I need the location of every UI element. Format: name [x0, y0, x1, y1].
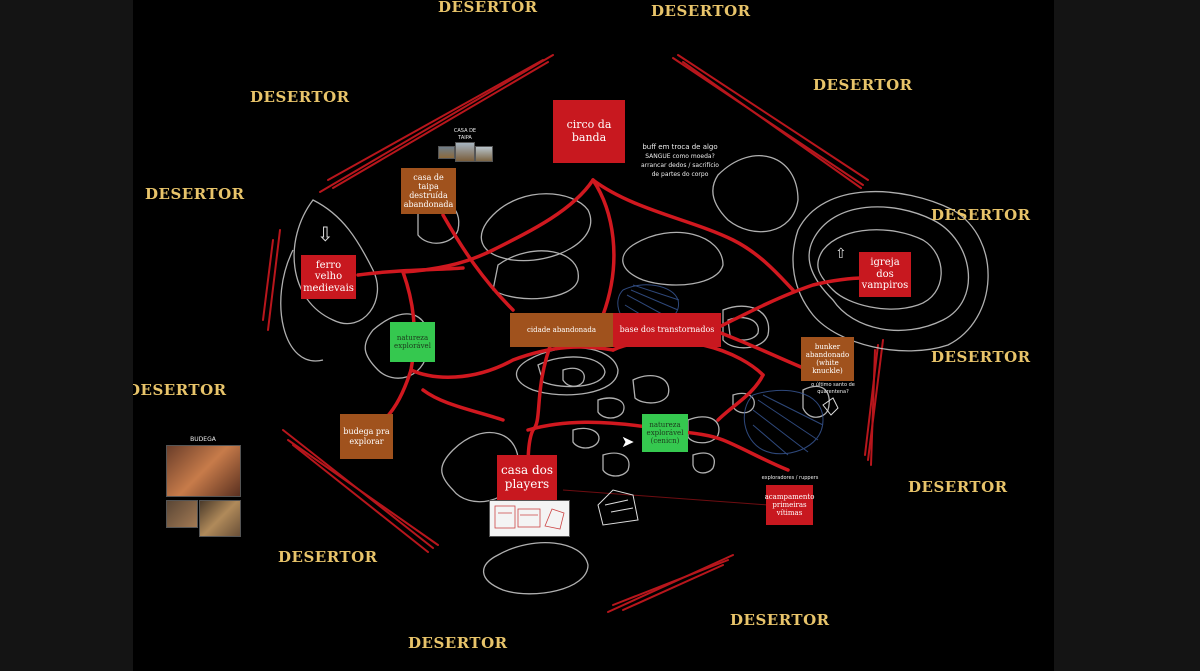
- desertor-label-1: DESERTOR: [438, 0, 538, 16]
- map-board[interactable]: DESERTOR DESERTOR DESERTOR DESERTOR DESE…: [133, 0, 1054, 671]
- desertor-label-5: DESERTOR: [145, 185, 245, 203]
- desertor-label-10: DESERTOR: [278, 548, 378, 566]
- node-budega[interactable]: budega pra explorar: [340, 414, 393, 459]
- node-base-dos-transtornados[interactable]: base dos transtornados: [613, 313, 721, 347]
- up-arrow-icon: ⇧: [835, 246, 847, 262]
- note-buff: buff em troca de algo: [642, 143, 718, 151]
- node-natureza-exploravel-2[interactable]: natureza explorável (cenicn): [642, 414, 688, 452]
- node-natureza-exploravel-1[interactable]: natureza explorável: [390, 322, 435, 362]
- photo-taipa-3: [475, 146, 493, 162]
- desertor-label-9: DESERTOR: [908, 478, 1008, 496]
- node-igreja-dos-vampiros[interactable]: igreja dos vampiros: [859, 252, 911, 297]
- photo-budega-2: [166, 500, 198, 528]
- node-casa-de-taipa[interactable]: casa de taipa destruída abandonada: [401, 168, 456, 214]
- right-margin: [1054, 0, 1200, 671]
- down-arrow-icon: ⇩: [317, 222, 334, 246]
- desertor-label-3: DESERTOR: [250, 88, 350, 106]
- blueprint-sketch: [494, 505, 565, 530]
- desertor-label-12: DESERTOR: [408, 634, 508, 652]
- node-circo-da-banda[interactable]: circo da banda: [553, 100, 625, 163]
- note-arrancar: arrancar dedos / sacrifício: [641, 162, 719, 169]
- mouse-cursor-icon: ➤: [621, 432, 635, 451]
- desertor-label-8: DESERTOR: [133, 381, 227, 399]
- photo-taipa-2: [455, 142, 475, 162]
- note-bunker-sub: o último santo de quarentena?: [811, 382, 855, 395]
- photo-budega-main: [166, 445, 241, 497]
- desertor-label-7: DESERTOR: [931, 348, 1031, 366]
- node-acampamento[interactable]: acampamento primeiras vítimas: [765, 485, 814, 525]
- note-sangue: SANGUE como moeda?: [645, 153, 715, 160]
- note-exploradores: exploradores / ruppers: [761, 475, 819, 481]
- desertor-label-11: DESERTOR: [730, 611, 830, 629]
- photo-budega-3: [199, 500, 241, 537]
- desertor-label-2: DESERTOR: [651, 2, 751, 20]
- note-partes: de partes do corpo: [651, 171, 709, 178]
- desertor-label-4: DESERTOR: [813, 76, 913, 94]
- note-budega-caption: BUDEGA: [190, 436, 216, 443]
- note-casa-taipa-caption: CASA DE TAIPA: [453, 128, 477, 141]
- map-drawing: [262, 54, 989, 613]
- node-ferro-velho[interactable]: ferro velho medievais: [301, 255, 356, 299]
- node-bunker-abandonado[interactable]: bunker abandonado (white knuckle): [801, 337, 854, 381]
- node-cidade-abandonada[interactable]: cidade abandonada: [510, 313, 613, 347]
- photo-taipa-1: [438, 146, 455, 159]
- left-margin: [0, 0, 133, 671]
- desertor-label-6: DESERTOR: [931, 206, 1031, 224]
- photo-house-blueprint: [489, 500, 570, 537]
- node-casa-dos-players[interactable]: casa dos players: [497, 455, 557, 500]
